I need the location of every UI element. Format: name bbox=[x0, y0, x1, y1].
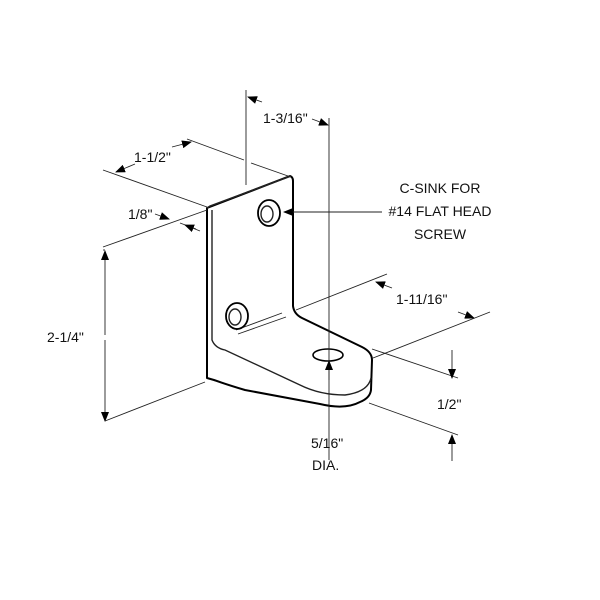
upper-screw-hole bbox=[257, 199, 281, 227]
callout-line-1: C-SINK FOR bbox=[400, 180, 481, 196]
dim-label-thickness: 1/8" bbox=[128, 206, 152, 222]
dim-label-hole-dia-suffix: DIA. bbox=[312, 457, 339, 473]
dim-label-depth: 1-1/2" bbox=[134, 149, 171, 165]
dim-label-foot-length: 1-11/16" bbox=[396, 291, 447, 307]
callout-line-2: #14 FLAT HEAD bbox=[389, 203, 492, 219]
foot-hole bbox=[312, 348, 344, 362]
bracket-inner-edge bbox=[211, 210, 372, 396]
bend-line-2 bbox=[237, 316, 287, 335]
bracket-outline bbox=[206, 175, 373, 408]
dim-label-height: 2-1/4" bbox=[47, 329, 84, 345]
bracket-part bbox=[206, 175, 373, 408]
dimension-lines bbox=[101, 90, 491, 461]
dim-label-hole-diameter: 5/16" bbox=[311, 435, 343, 451]
bracket-top-edge bbox=[206, 175, 292, 209]
callout-line-3: SCREW bbox=[414, 226, 467, 242]
dim-label-foot-height: 1/2" bbox=[437, 396, 461, 412]
lower-screw-hole bbox=[225, 302, 249, 330]
dim-label-width-top: 1-3/16" bbox=[263, 110, 308, 126]
